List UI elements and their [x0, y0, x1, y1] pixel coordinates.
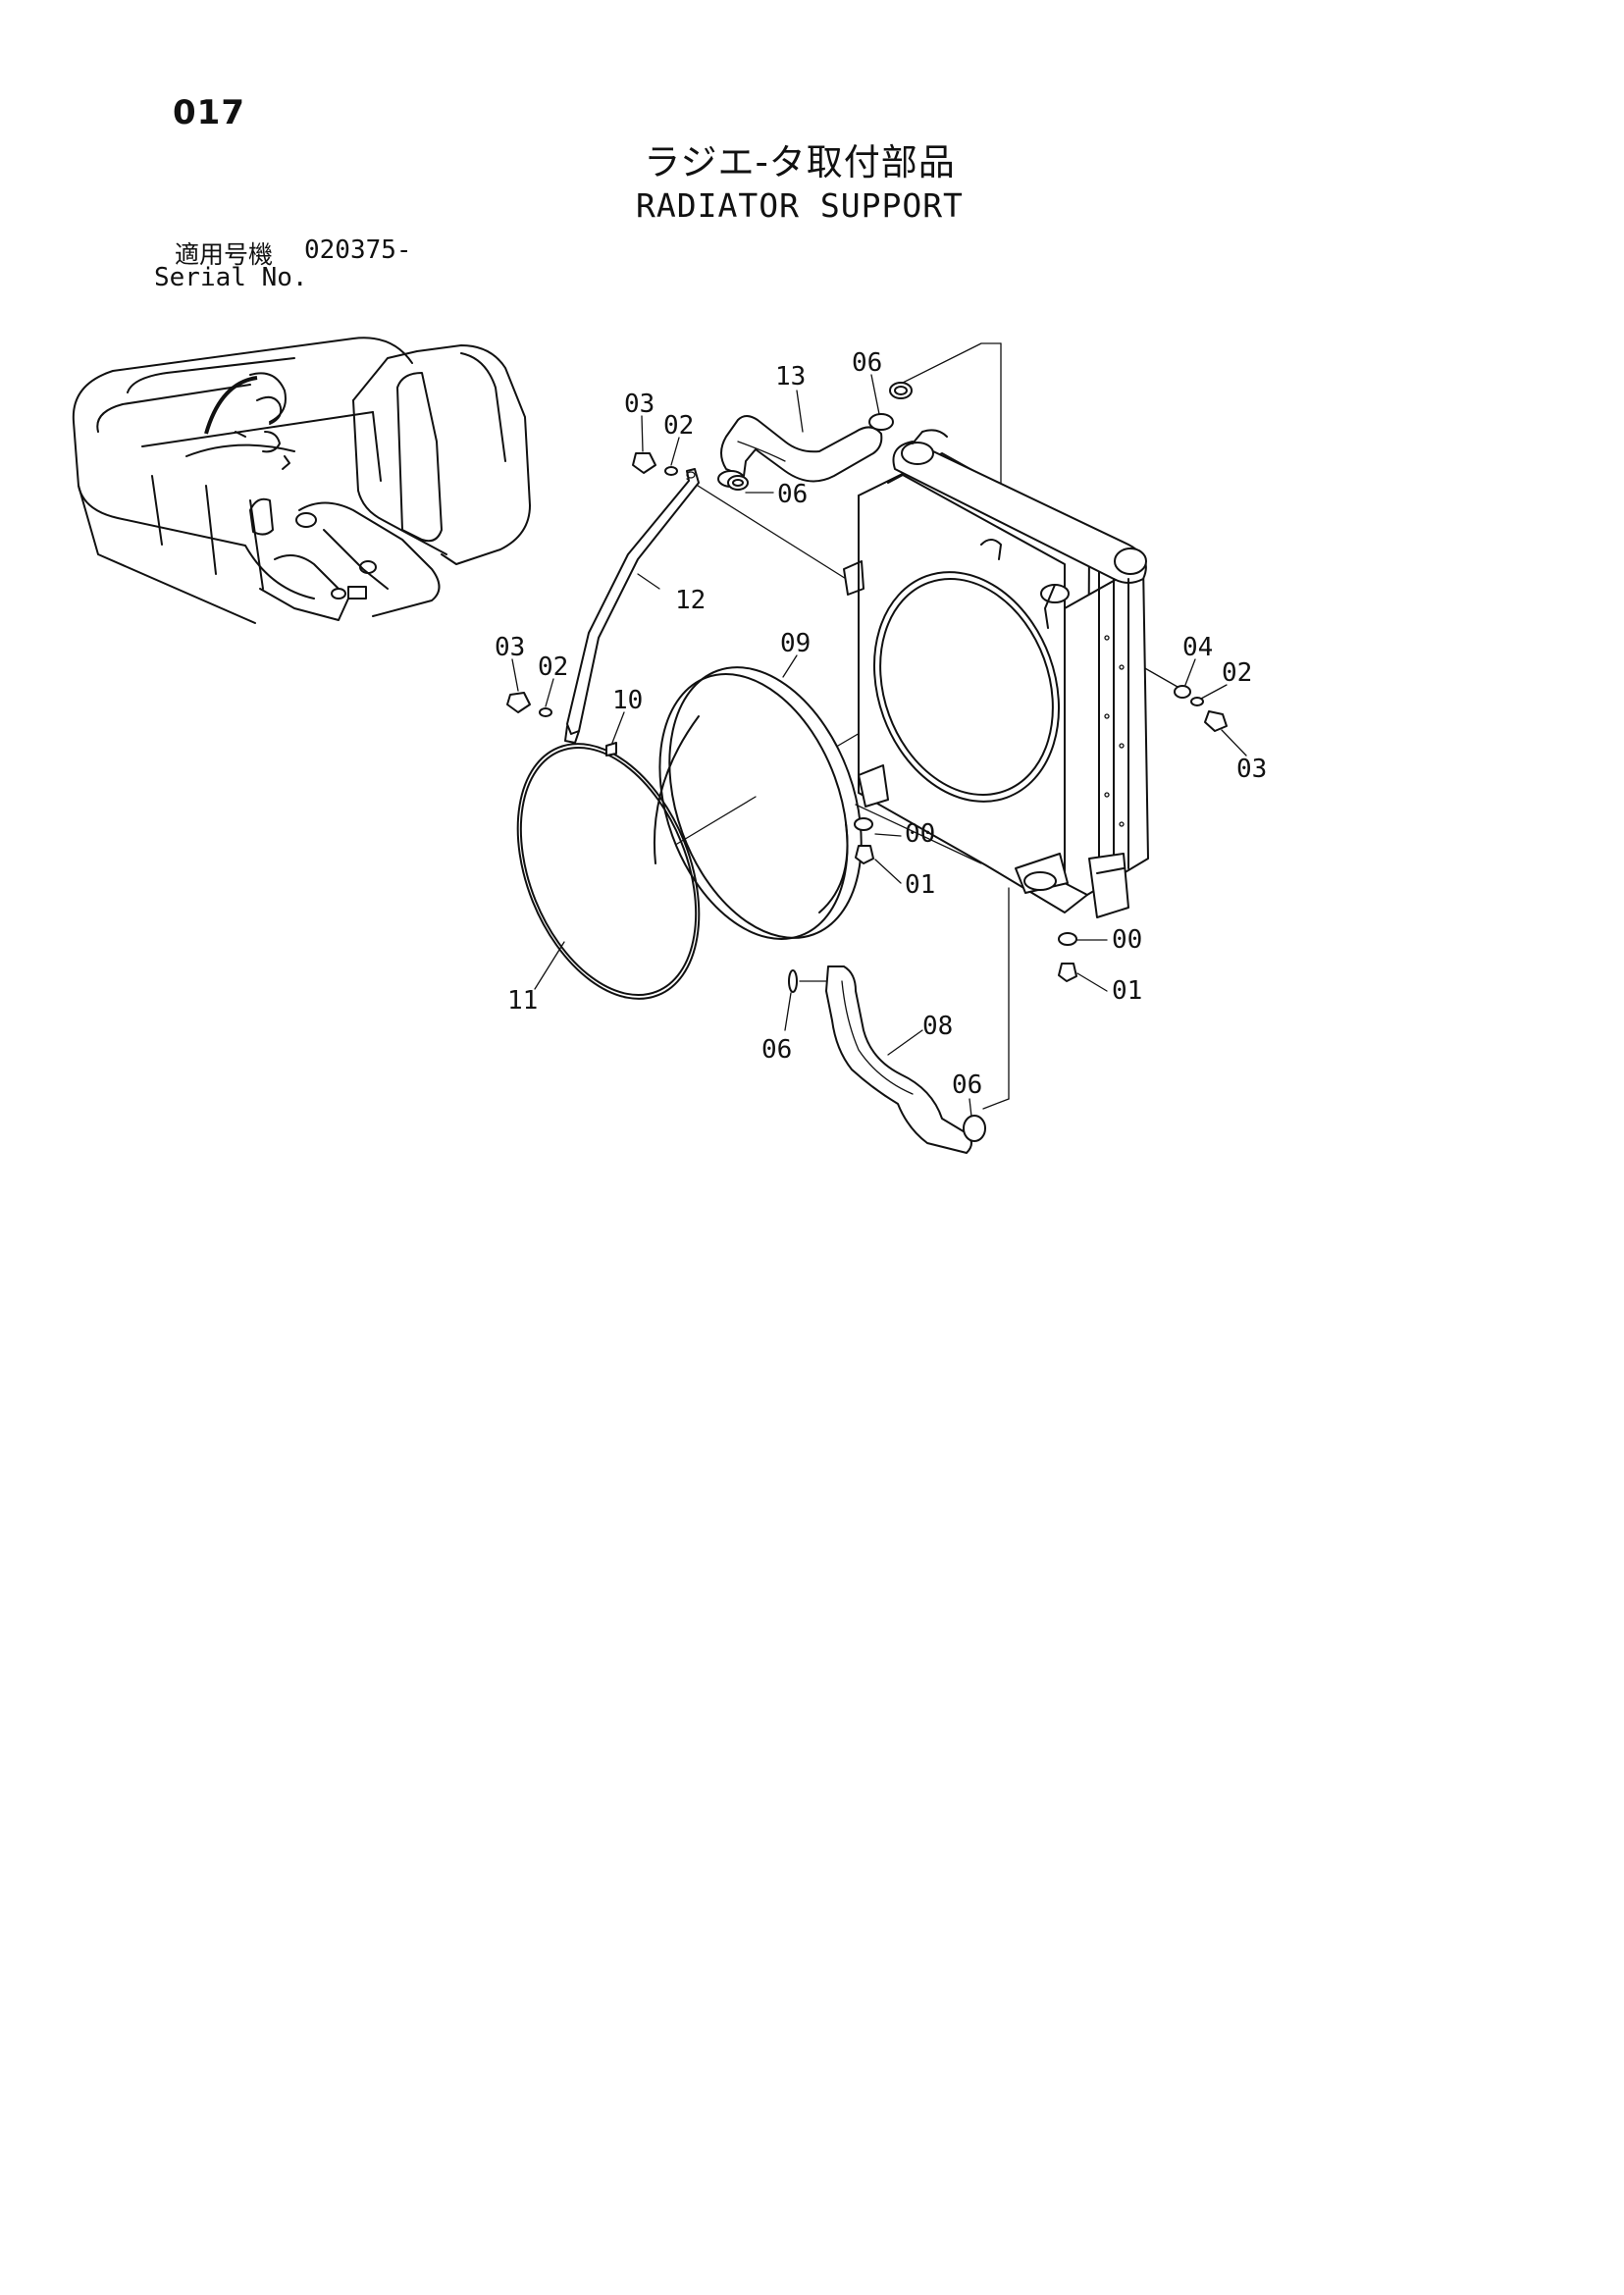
- serial-label-english: Serial No.: [154, 263, 308, 292]
- callout-02-left: 02: [538, 652, 568, 682]
- callout-03-right: 03: [1236, 755, 1267, 784]
- callout-08: 08: [922, 1012, 953, 1041]
- page-title-english: RADIATOR SUPPORT: [636, 186, 964, 225]
- callout-01-mid: 01: [905, 870, 935, 900]
- callout-01-low: 01: [1112, 976, 1142, 1006]
- callout-02-top: 02: [663, 411, 694, 441]
- serial-label-japanese: 適用号機: [175, 240, 274, 269]
- callout-06-bottom-right: 06: [952, 1070, 982, 1100]
- callout-12: 12: [675, 586, 706, 615]
- radiator-assembly: [843, 429, 1149, 918]
- callout-06-bottom-left: 06: [761, 1035, 792, 1065]
- fan-guard-ring: [516, 742, 701, 1000]
- callout-06-top: 06: [852, 348, 882, 378]
- serial-number-value: 020375-: [304, 235, 412, 265]
- callout-13: 13: [775, 362, 806, 391]
- callout-06-hose: 06: [777, 480, 808, 509]
- callout-04: 04: [1182, 633, 1213, 662]
- callout-03-left: 03: [495, 633, 525, 662]
- page-title-japanese: ラジエ-タ取付部品: [644, 141, 956, 183]
- callout-11: 11: [507, 986, 538, 1016]
- fasteners: [506, 382, 1228, 982]
- callout-09: 09: [780, 629, 811, 658]
- callout-02-right: 02: [1222, 658, 1252, 688]
- fan-shroud-ring: [653, 666, 863, 940]
- upper-hose: [717, 413, 894, 488]
- callout-labels: 13 06 03 02 06 12 03 02 10 09 04 02 03 0…: [495, 348, 1267, 1100]
- callout-03-top: 03: [624, 390, 655, 419]
- callout-00-low: 00: [1112, 925, 1142, 955]
- lower-hose: [788, 965, 986, 1154]
- page-number: 017: [173, 93, 245, 132]
- label-leaders: [511, 374, 1247, 1118]
- callout-00-mid: 00: [905, 819, 935, 849]
- radiator-stay-bar: [564, 468, 700, 744]
- machine-locator-sketch: [72, 337, 531, 624]
- callout-10: 10: [612, 686, 643, 715]
